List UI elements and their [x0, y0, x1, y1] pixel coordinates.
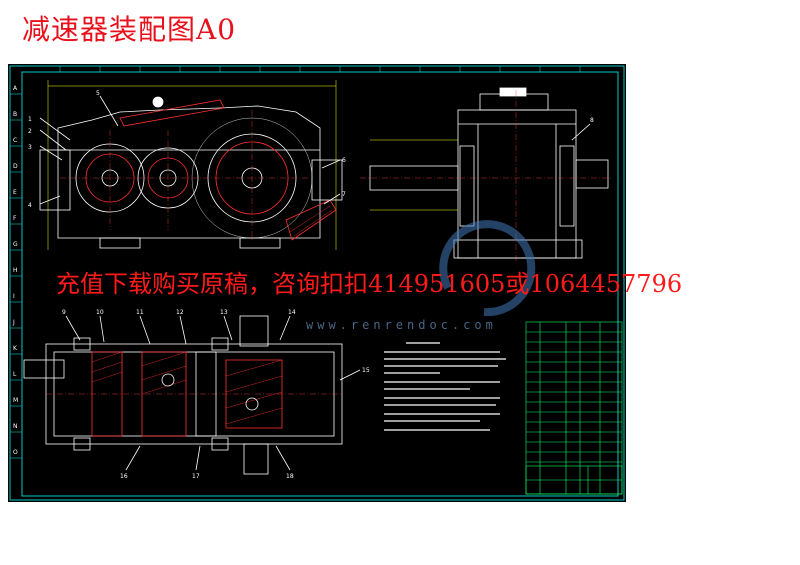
part-tag: 5: [96, 90, 100, 97]
part-tag: 7: [342, 191, 346, 198]
svg-text:F: F: [13, 215, 17, 222]
outer-frame: [9, 65, 625, 501]
part-tag: 1: [28, 116, 32, 123]
part-tag: 2: [28, 128, 32, 135]
watermark-text: www.renrendoc.com: [306, 318, 497, 332]
grid-letters: A B C D E F G H I J K L M N O: [12, 85, 18, 456]
svg-text:C: C: [13, 137, 17, 144]
section-view: [23, 315, 361, 475]
promo-text: 充值下载购买原稿，咨询扣扣414951605或1064457796: [56, 270, 683, 298]
part-tag: 14: [288, 309, 296, 316]
part-tag: 16: [120, 473, 128, 480]
part-tag: 4: [28, 202, 32, 209]
part-tag: 15: [362, 367, 370, 374]
svg-text:D: D: [13, 163, 18, 170]
svg-text:H: H: [13, 267, 18, 274]
watermark-logo-icon: [439, 220, 536, 317]
part-tag: 6: [342, 157, 346, 164]
part-tag: 13: [220, 309, 228, 316]
front-view: [39, 80, 343, 250]
page-title: 减速器装配图A0: [22, 13, 237, 46]
part-tag: 11: [136, 309, 144, 316]
svg-text:L: L: [13, 371, 17, 378]
svg-text:J: J: [12, 319, 15, 326]
side-view: [360, 87, 612, 262]
svg-text:O: O: [13, 449, 18, 456]
svg-text:A: A: [13, 85, 18, 92]
svg-text:B: B: [13, 111, 17, 118]
inner-frame: [21, 71, 619, 497]
drawing-canvas[interactable]: [8, 64, 626, 502]
svg-text:E: E: [13, 189, 17, 196]
part-tag: 18: [286, 473, 294, 480]
svg-text:M: M: [13, 397, 18, 404]
part-tag: 8: [590, 117, 594, 124]
svg-text:N: N: [13, 423, 18, 430]
technical-requirements: [384, 342, 506, 431]
part-tag: 12: [176, 309, 184, 316]
grid-ticks-top: [59, 66, 581, 72]
svg-text:I: I: [13, 293, 15, 300]
grid-ticks-left: [10, 93, 22, 459]
part-tag: 3: [28, 144, 32, 151]
svg-text:K: K: [13, 345, 18, 352]
part-number-tags: 1 2 3 4 5 6 7 8 9 10 11 12 13 14 15 16 1…: [28, 90, 594, 480]
parts-table: [525, 321, 623, 495]
part-tag: 10: [96, 309, 104, 316]
part-tag: 17: [192, 473, 200, 480]
svg-text:G: G: [13, 241, 18, 248]
part-tag: 9: [62, 309, 66, 316]
